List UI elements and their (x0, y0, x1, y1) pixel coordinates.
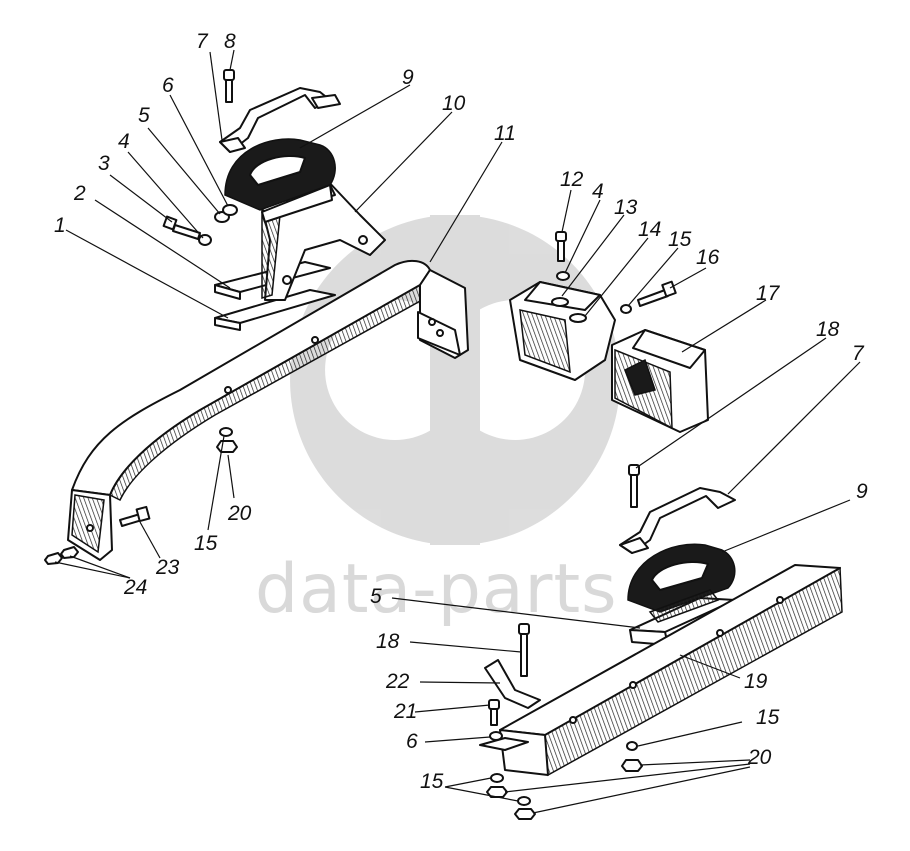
clamp-part-7-upper (219, 87, 341, 153)
label-3: 3 (98, 152, 110, 175)
label-24: 24 (123, 576, 147, 599)
label-8: 8 (224, 30, 236, 53)
cushion-part-9-upper (224, 138, 336, 223)
label-7: 7 (196, 30, 209, 53)
watermark-text: data-parts (255, 550, 618, 629)
label-7-right: 7 (852, 342, 865, 365)
washer-part-6 (222, 204, 238, 216)
label-11: 11 (494, 122, 516, 145)
bracket-part-22 (484, 659, 541, 709)
callout-labels: 1 2 3 4 5 6 7 8 9 10 11 12 4 13 14 15 16… (54, 30, 868, 793)
block-part-17 (611, 329, 709, 433)
label-2: 2 (73, 182, 86, 205)
label-15-lower: 15 (756, 706, 780, 729)
label-19: 19 (744, 670, 768, 693)
nuts-part-24 (44, 546, 79, 565)
label-21: 21 (393, 700, 417, 723)
label-10: 10 (442, 92, 466, 115)
bolt-part-12 (555, 231, 567, 262)
label-18: 18 (816, 318, 840, 341)
bolt-part-18-upper (628, 464, 640, 508)
bolt-part-18-lower (518, 623, 530, 677)
washer-part-4 (198, 234, 212, 246)
cross-member-part-11 (67, 259, 469, 561)
label-4-right: 4 (592, 180, 604, 203)
bolt-part-23 (119, 505, 151, 527)
label-20-lower: 20 (747, 746, 772, 769)
label-1: 1 (54, 214, 66, 237)
label-6: 6 (162, 74, 174, 97)
label-22: 22 (385, 670, 410, 693)
label-14: 14 (638, 218, 661, 241)
bolt-part-21 (488, 699, 500, 726)
bolt-part-16 (637, 280, 677, 307)
label-12: 12 (560, 168, 584, 191)
washer-part-15-lower-c (517, 796, 531, 806)
label-20-left: 20 (227, 502, 252, 525)
bolt-part-3 (162, 215, 201, 240)
washer-part-15-left (219, 427, 233, 437)
washer-part-4-right (556, 271, 570, 281)
label-5-lower: 5 (370, 585, 382, 608)
washer-part-6-lower (489, 731, 503, 741)
label-15-left: 15 (194, 532, 218, 555)
label-5: 5 (138, 104, 150, 127)
washer-part-15-lower-b (490, 773, 504, 783)
label-17: 17 (756, 282, 781, 305)
label-9-lower: 9 (856, 480, 868, 503)
label-4: 4 (118, 130, 130, 153)
bolt-part-8 (223, 69, 235, 103)
label-23: 23 (155, 556, 180, 579)
nut-part-20-left (216, 440, 238, 453)
nut-part-20-lower-c (514, 808, 536, 820)
beam-part-19 (479, 564, 843, 777)
label-13: 13 (614, 196, 638, 219)
label-6-lower: 6 (406, 730, 418, 753)
label-15-right: 15 (668, 228, 692, 251)
label-16: 16 (696, 246, 720, 269)
leader-lines (54, 49, 861, 814)
cushion-part-9-lower (627, 543, 736, 613)
nut-part-20-lower-b (486, 786, 508, 798)
block-part-13 (509, 281, 616, 381)
watermark-logo (290, 215, 621, 545)
label-18-lower: 18 (376, 630, 400, 653)
washer-part-15-lower-a (626, 741, 638, 751)
label-9: 9 (402, 66, 414, 89)
label-15-lower-left: 15 (420, 770, 444, 793)
nut-part-20-lower-a (621, 759, 643, 772)
clamp-part-7-lower (619, 487, 736, 554)
washer-part-15-right (620, 304, 632, 314)
